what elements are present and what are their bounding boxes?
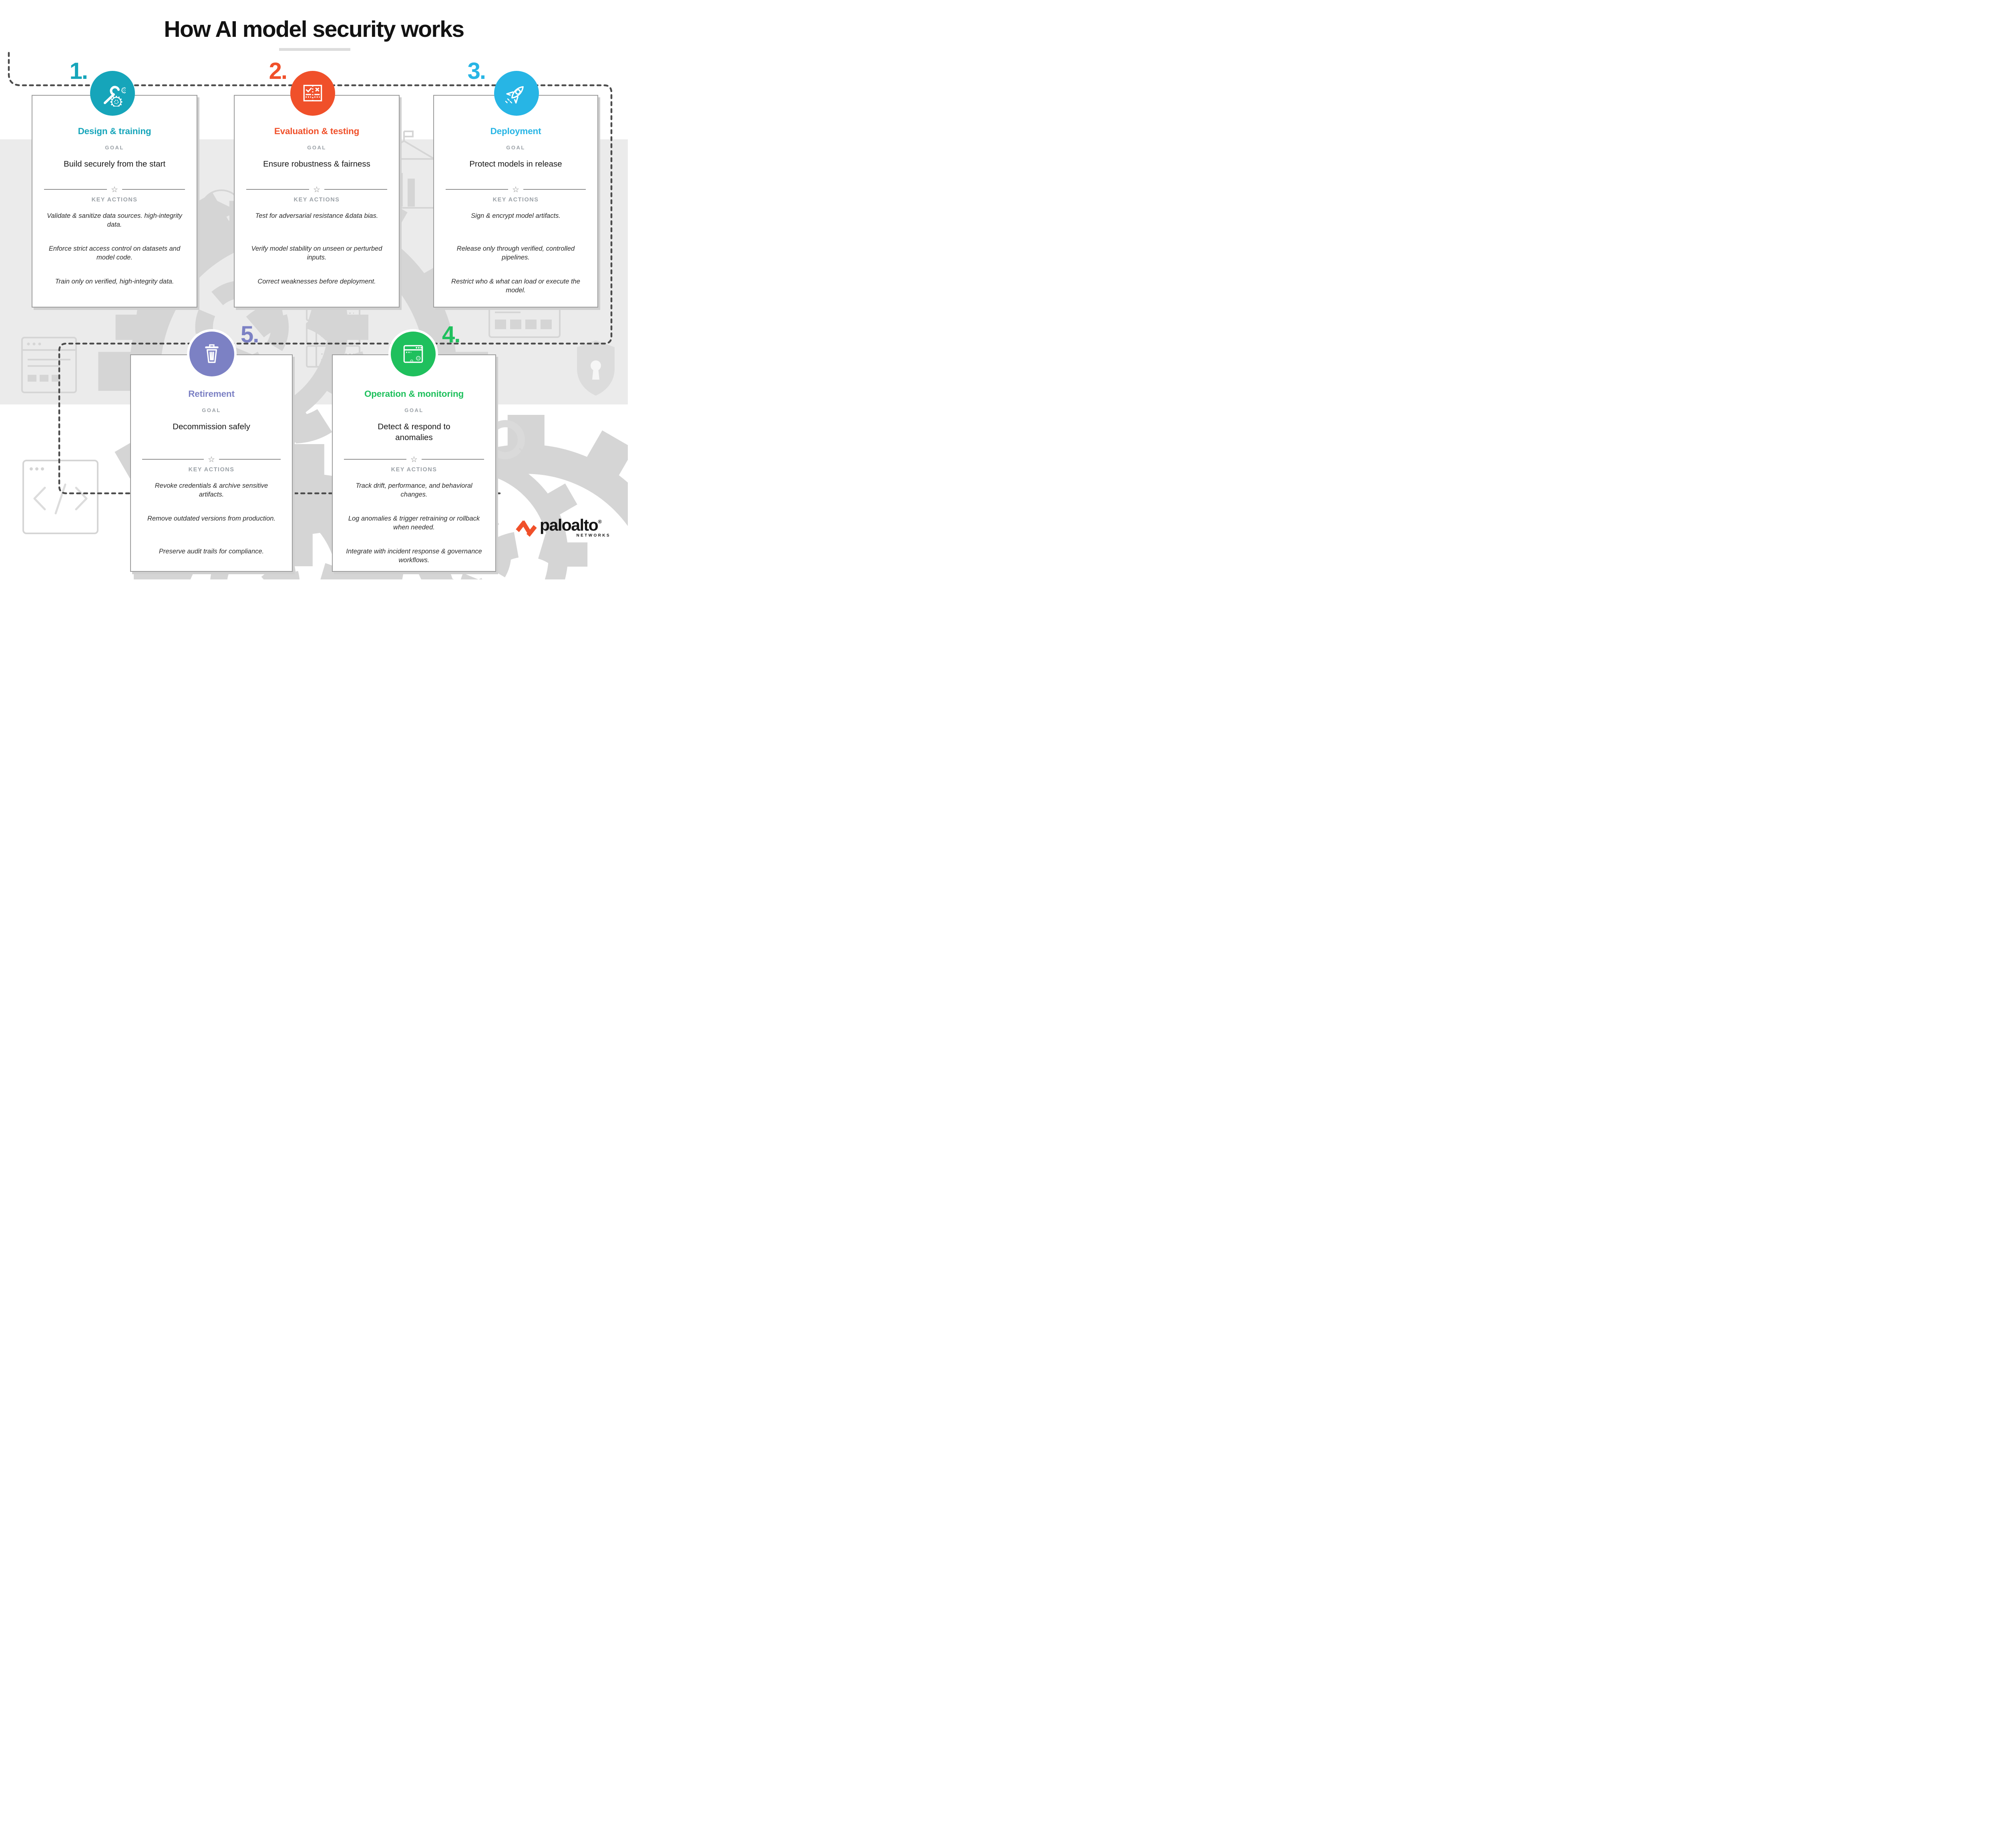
- card-title: Design & training: [78, 126, 151, 136]
- logo-networks-label: NETWORKS: [576, 533, 611, 538]
- evaluation-testing-circle: [290, 71, 335, 116]
- goal-text: Ensure robustness & fairness: [263, 159, 370, 169]
- star-icon: ☆: [410, 454, 418, 464]
- goal-text: Decommission safely: [173, 422, 250, 431]
- step-number-3: 3.: [467, 58, 486, 84]
- key-actions-label: KEY ACTIONS: [91, 197, 138, 203]
- shield-keyhole-decoration: [577, 340, 615, 396]
- card-title: Deployment: [490, 126, 541, 136]
- goal-text: Protect models in release: [469, 159, 562, 169]
- action-item: Release only through verified, controlle…: [456, 245, 575, 261]
- step-number-2: 2.: [269, 58, 287, 84]
- key-actions-label: KEY ACTIONS: [492, 197, 539, 203]
- design-training-circle: [90, 71, 135, 116]
- browser-window-decoration: [21, 337, 77, 393]
- star-divider: ☆: [246, 185, 388, 193]
- action-item: Test for adversarial resistance &data bi…: [255, 212, 378, 219]
- star-icon: ☆: [313, 185, 320, 194]
- goal-label: GOAL: [307, 145, 326, 151]
- dotted-connector-path: [8, 52, 613, 495]
- registered-mark: ®: [598, 519, 602, 525]
- action-item: Log anomalies & trigger retraining or ro…: [348, 515, 480, 531]
- key-actions-label: KEY ACTIONS: [293, 197, 340, 203]
- goal-text: Detect & respond to anomalies: [378, 422, 450, 442]
- retirement-circle: [189, 332, 234, 376]
- key-actions-label: KEY ACTIONS: [188, 467, 235, 473]
- logo-wordmark: paloalto®: [540, 516, 602, 534]
- browser-gears-icon: [403, 345, 423, 366]
- step-number-4: 4.: [442, 322, 460, 348]
- action-item: Train only on verified, high-integrity d…: [55, 278, 174, 285]
- star-divider: ☆: [344, 455, 484, 463]
- operation-monitoring-circle: [391, 332, 436, 376]
- paloalto-logo-mark-icon: [516, 520, 537, 537]
- action-item: Sign & encrypt model artifacts.: [471, 212, 561, 219]
- star-icon: ☆: [208, 454, 215, 464]
- deployment-circle: [494, 71, 539, 116]
- star-icon: ☆: [512, 185, 519, 194]
- step-number-5: 5.: [241, 322, 259, 348]
- goal-label: GOAL: [506, 145, 525, 151]
- goal-label: GOAL: [202, 407, 221, 413]
- action-item: Enforce strict access control on dataset…: [48, 245, 181, 261]
- card-title: Evaluation & testing: [274, 126, 360, 136]
- action-item: Correct weaknesses before deployment.: [257, 278, 376, 285]
- action-item: Verify model stability on unseen or pert…: [251, 245, 382, 261]
- action-item: Integrate with incident response & gover…: [346, 548, 482, 564]
- infographic-stage: How AI model security works 1. Design & …: [0, 0, 628, 579]
- card-operation-monitoring: Operation & monitoring GOAL Detect & res…: [332, 354, 496, 572]
- title-underline: [279, 48, 350, 51]
- checklist-icon: [303, 84, 322, 102]
- card-evaluation-testing: Evaluation & testing GOAL Ensure robustn…: [234, 95, 400, 308]
- paloalto-networks-logo: paloalto® NETWORKS: [515, 516, 613, 541]
- goal-label: GOAL: [404, 407, 424, 413]
- action-item: Preserve audit trails for compliance.: [159, 548, 264, 555]
- rocket-icon: [505, 86, 524, 105]
- star-divider: ☆: [142, 455, 281, 463]
- code-window-decoration: [22, 460, 98, 534]
- star-divider: ☆: [44, 185, 185, 193]
- card-deployment: Deployment GOAL Protect models in releas…: [433, 95, 598, 308]
- trash-icon: [205, 344, 219, 363]
- action-item: Revoke credentials & archive sensitive a…: [155, 482, 268, 498]
- action-item: Track drift, performance, and behavioral…: [356, 482, 472, 498]
- card-design-training: Design & training GOAL Build securely fr…: [32, 95, 197, 308]
- card-retirement: Retirement GOAL Decommission safely ☆ KE…: [130, 354, 293, 572]
- star-icon: ☆: [111, 185, 118, 194]
- key-actions-label: KEY ACTIONS: [391, 467, 437, 473]
- action-item: Validate & sanitize data sources. high-i…: [47, 212, 182, 228]
- goal-text: Build securely from the start: [63, 159, 166, 169]
- action-item: Restrict who & what can load or execute …: [451, 278, 580, 294]
- page-title: How AI model security works: [164, 16, 464, 42]
- gears-wrench-icon: [104, 86, 126, 107]
- star-divider: ☆: [445, 185, 586, 194]
- card-title: Operation & monitoring: [364, 389, 464, 399]
- goal-label: GOAL: [105, 145, 124, 151]
- card-title: Retirement: [188, 389, 235, 399]
- action-item: Remove outdated versions from production…: [147, 515, 276, 522]
- step-number-1: 1.: [69, 58, 88, 84]
